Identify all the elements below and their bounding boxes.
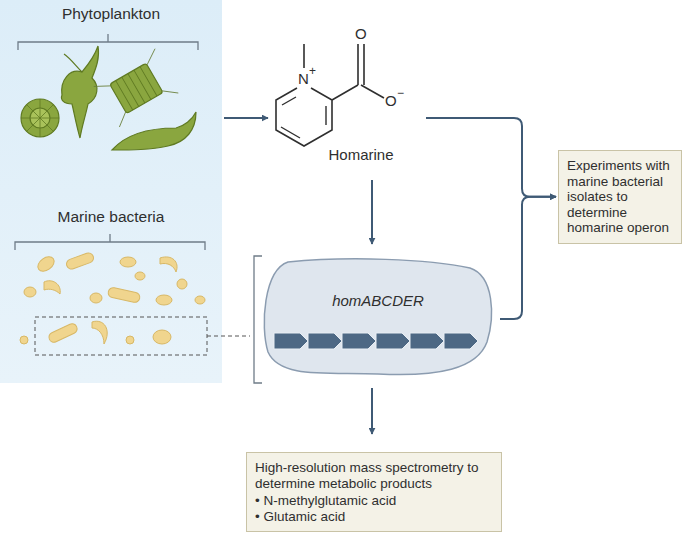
process-box: Experiments with marine bacterial isolat… bbox=[558, 150, 682, 244]
operon-name: homABCDER bbox=[258, 292, 498, 309]
bacteria-illustration bbox=[20, 252, 205, 344]
organism-panel: PhytoplanktonMarine bacteria bbox=[0, 0, 222, 383]
bullet-item: • Glutamic acid bbox=[255, 509, 493, 525]
atom-label: O bbox=[385, 93, 397, 108]
box-text: Experiments with marine bacterial isolat… bbox=[567, 158, 673, 236]
dashed-selection bbox=[35, 317, 207, 355]
bracket bbox=[15, 234, 205, 250]
phytoplankton-illustration bbox=[21, 46, 196, 150]
homarine-structure bbox=[276, 44, 384, 146]
atom-label: − bbox=[397, 86, 404, 101]
flow-arrow bbox=[426, 118, 556, 197]
bullet-item: • N-methylglutamic acid bbox=[255, 493, 493, 509]
flow-arrow bbox=[224, 117, 268, 119]
flow-arrow bbox=[500, 197, 556, 319]
cell-membrane bbox=[264, 259, 491, 375]
bracket bbox=[254, 256, 262, 383]
process-box: High-resolution mass spectrometry to det… bbox=[246, 452, 502, 532]
gene-arrows bbox=[274, 333, 478, 349]
group-heading: Marine bacteria bbox=[0, 208, 222, 226]
dashed-leader bbox=[207, 336, 250, 337]
box-text: High-resolution mass spectrometry to det… bbox=[255, 460, 493, 491]
atom-label: N bbox=[298, 71, 309, 86]
atom-label: O bbox=[355, 26, 367, 41]
flow-arrow bbox=[371, 180, 373, 244]
cell-outline bbox=[258, 256, 498, 382]
molecule-name: Homarine bbox=[306, 146, 416, 163]
bracket bbox=[18, 34, 198, 50]
flow-arrow bbox=[371, 388, 373, 434]
group-heading: Phytoplankton bbox=[0, 5, 222, 23]
bacterium-cell: homABCDER bbox=[258, 256, 498, 382]
atom-label: + bbox=[309, 64, 316, 79]
